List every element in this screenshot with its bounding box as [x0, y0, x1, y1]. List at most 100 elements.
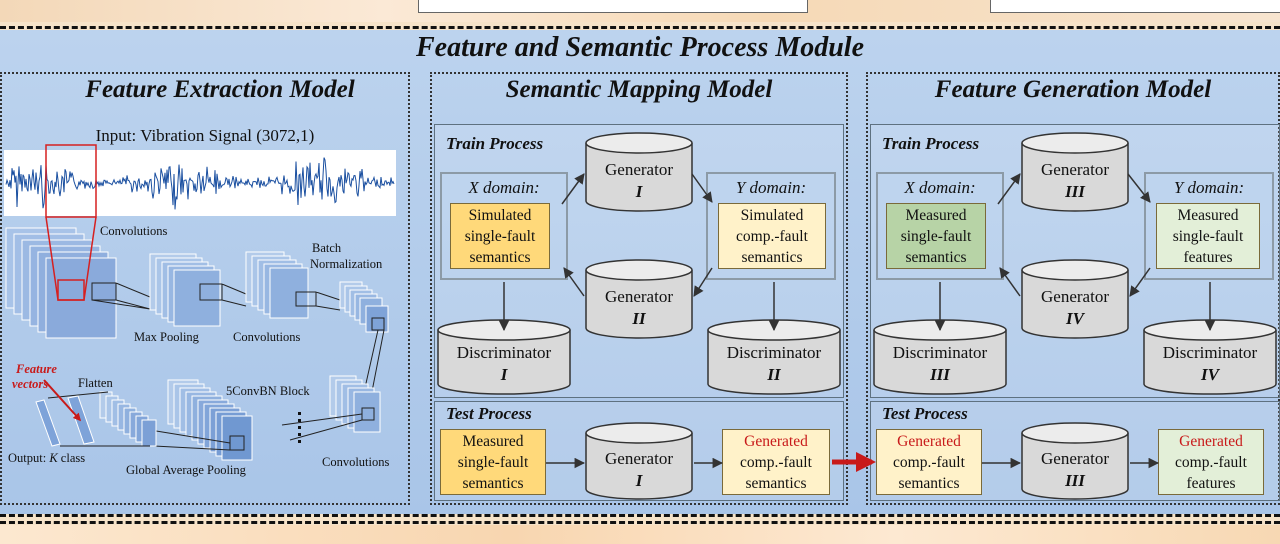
feature-vector-bar — [67, 395, 95, 445]
fg-disc4-name: Discriminator — [1162, 343, 1258, 362]
fg-x-box-line3: semantics — [905, 248, 967, 266]
fe-label-batch: Batch — [312, 241, 342, 255]
top-strip — [0, 0, 1280, 22]
fe-input-label: Input: Vibration Signal (3072,1) — [95, 126, 315, 145]
sm-y-box-line1: Simulated — [740, 206, 804, 224]
sm-train-label: Train Process — [446, 134, 544, 153]
fg-y-box: Measured single-fault features — [1156, 203, 1260, 269]
fg-disc4-num: IV — [1201, 365, 1219, 384]
sm-disc2-num: II — [767, 365, 781, 384]
cylinder-shape — [585, 259, 693, 339]
signal-window-highlight — [45, 144, 97, 218]
sm-x-box: Simulated single-fault semantics — [450, 203, 550, 269]
fe-label-output: Output: K class — [8, 451, 85, 466]
fe-label-convolutions-mid: Convolutions — [233, 330, 301, 344]
fg-y-box-line3: features — [1183, 248, 1233, 266]
sm-x-domain-frame — [440, 172, 568, 280]
fg-gen4-name: Generator — [1041, 287, 1109, 306]
fg-arrows — [934, 173, 1216, 469]
fe-output-suffix: class — [57, 451, 86, 465]
sm-y-domain-frame — [706, 172, 836, 280]
cylinder-shape — [1021, 259, 1129, 339]
conv-layer-stack-3 — [245, 251, 309, 319]
batchnorm-layer-stack — [339, 281, 389, 333]
fg-disc3-num: III — [930, 365, 950, 384]
bottom-dashed-border-2 — [0, 521, 1280, 524]
sm-y-box-line3: semantics — [741, 248, 803, 266]
fg-x-box: Measured single-fault semantics — [886, 203, 986, 269]
fe-label-max-pooling: Max Pooling — [134, 330, 199, 344]
flatten-stack — [99, 391, 157, 447]
fg-gen3-name: Generator — [1041, 160, 1109, 179]
sm-test-in-line3: semantics — [462, 474, 524, 492]
output-vector-bar — [35, 399, 61, 447]
conv-layer-stack-4 — [329, 375, 381, 433]
vibration-signal-waveform — [5, 157, 395, 210]
fe-output-k: K — [49, 451, 58, 465]
ellipsis-dots — [298, 412, 301, 443]
sm-x-box-line1: Simulated — [468, 206, 532, 224]
fg-test-output-box: Generated comp.-fault features — [1158, 429, 1264, 495]
sm-x-box-line3: semantics — [469, 248, 531, 266]
fg-test-out-line2: comp.-fault — [1175, 453, 1247, 471]
kernel-highlight — [57, 279, 85, 301]
sm-test-label: Test Process — [446, 404, 532, 423]
fe-label-feature: Feature — [16, 362, 57, 376]
conv4-to-block-lines — [281, 413, 363, 441]
fg-y-box-line1: Measured — [1177, 206, 1239, 224]
fg-test-in-line3: semantics — [898, 474, 960, 492]
sm-test-out-line1: Generated — [744, 432, 808, 450]
bottom-strip — [0, 525, 1280, 544]
fg-x-domain-frame — [876, 172, 1004, 280]
cylinder-shape — [1021, 132, 1129, 212]
cylinder-shape — [585, 422, 693, 500]
sm-y-domain-label: Y domain: — [735, 178, 807, 197]
conv-layer-stack-2 — [149, 253, 221, 327]
sm-x-box-line2: single-fault — [464, 227, 536, 245]
fg-x-domain-label: X domain: — [904, 178, 976, 197]
sm-test-out-line2: comp.-fault — [740, 453, 812, 471]
fg-gen3-num: III — [1065, 182, 1085, 201]
fe-label-vectors: vectors — [12, 377, 49, 391]
conv-layer-stack-1 — [5, 227, 117, 339]
fg-x-box-line2: single-fault — [900, 227, 972, 245]
sm-disc2-name: Discriminator — [726, 343, 822, 362]
sm-test-gen-num: I — [635, 471, 643, 490]
sm-gen1-num: I — [635, 182, 643, 201]
sm-y-box-line2: comp.-fault — [736, 227, 808, 245]
fg-train-label: Train Process — [882, 134, 980, 153]
fg-test-out-line3: features — [1186, 474, 1236, 492]
fg-y-domain-frame — [1144, 172, 1274, 280]
feature-extraction-panel: Feature Extraction Model — [0, 72, 410, 505]
sm-y-box: Simulated comp.-fault semantics — [718, 203, 826, 269]
feature-extraction-title: Feature Extraction Model — [85, 76, 355, 103]
semantic-mapping-title: Semantic Mapping Model — [505, 76, 773, 103]
fe-label-gap: Global Average Pooling — [126, 463, 246, 477]
thumbnail-spectrum-right — [990, 0, 1280, 13]
feature-generation-title: Feature Generation Model — [934, 76, 1212, 103]
cylinder-shape — [1021, 422, 1129, 500]
fg-disc3-name: Discriminator — [892, 343, 988, 362]
fg-gen4-num: IV — [1066, 309, 1084, 328]
sm-arrows — [498, 173, 780, 469]
fe-label-convolutions-bottom: Convolutions — [322, 455, 390, 469]
fg-y-domain-label: Y domain: — [1173, 178, 1245, 197]
fe-label-normalization: Normalization — [310, 257, 383, 271]
conv-projection-2 — [199, 283, 247, 307]
sm-test-gen-name: Generator — [605, 449, 673, 468]
conv-bn-block-stack — [167, 379, 253, 461]
fg-test-gen-num: III — [1065, 471, 1085, 490]
fg-y-box-line2: single-fault — [1172, 227, 1244, 245]
fe-label-convolutions-top: Convolutions — [100, 224, 168, 238]
top-dashed-border — [0, 26, 1280, 29]
conv-projection-3 — [295, 291, 341, 311]
sm-disc1-num: I — [500, 365, 508, 384]
sm-gen2-name: Generator — [605, 287, 673, 306]
fg-x-box-line1: Measured — [905, 206, 967, 224]
